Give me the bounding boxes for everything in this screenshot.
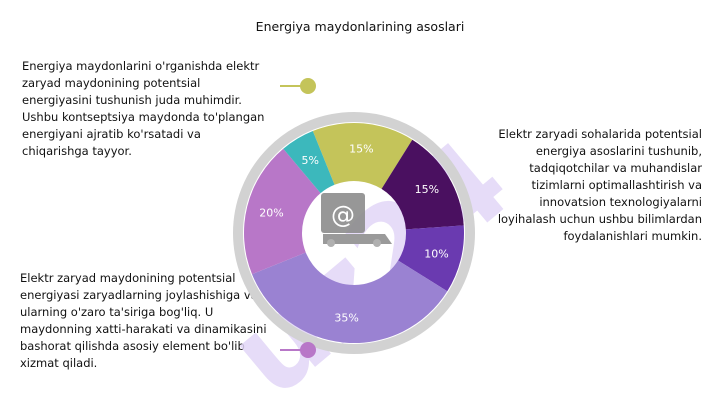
segment-label: 20% <box>259 206 283 219</box>
text-block-left-bottom: Elektr zaryad maydonining potentsial ene… <box>20 271 267 370</box>
donut-segment <box>398 225 465 292</box>
segment-label: 15% <box>349 142 373 155</box>
at-sign-icon: @ <box>321 193 392 247</box>
donut-chart <box>244 123 465 343</box>
donut-segment <box>244 148 321 275</box>
donut-segment <box>283 131 335 194</box>
connector-top <box>280 78 316 94</box>
text-block-right: Elektr zaryadi sohalarida potentsial ene… <box>497 127 702 243</box>
donut-labels: 15% 15% 10% 35% 20% 5% <box>259 142 448 324</box>
page-title: Energiya maydonlarining asoslari <box>255 19 465 34</box>
donut-segment <box>252 252 448 343</box>
outer-ring <box>233 112 475 354</box>
connector-bottom <box>280 342 316 358</box>
svg-text:@: @ <box>331 201 355 229</box>
segment-label: 5% <box>301 154 318 167</box>
segment-label: 35% <box>334 312 358 325</box>
text-block-left-top: Energiya maydonlarini o'rganishda elektr… <box>22 59 265 158</box>
donut-segment <box>312 123 413 189</box>
segment-label: 10% <box>424 248 448 261</box>
donut-segment <box>381 139 464 230</box>
segment-label: 15% <box>415 183 439 196</box>
